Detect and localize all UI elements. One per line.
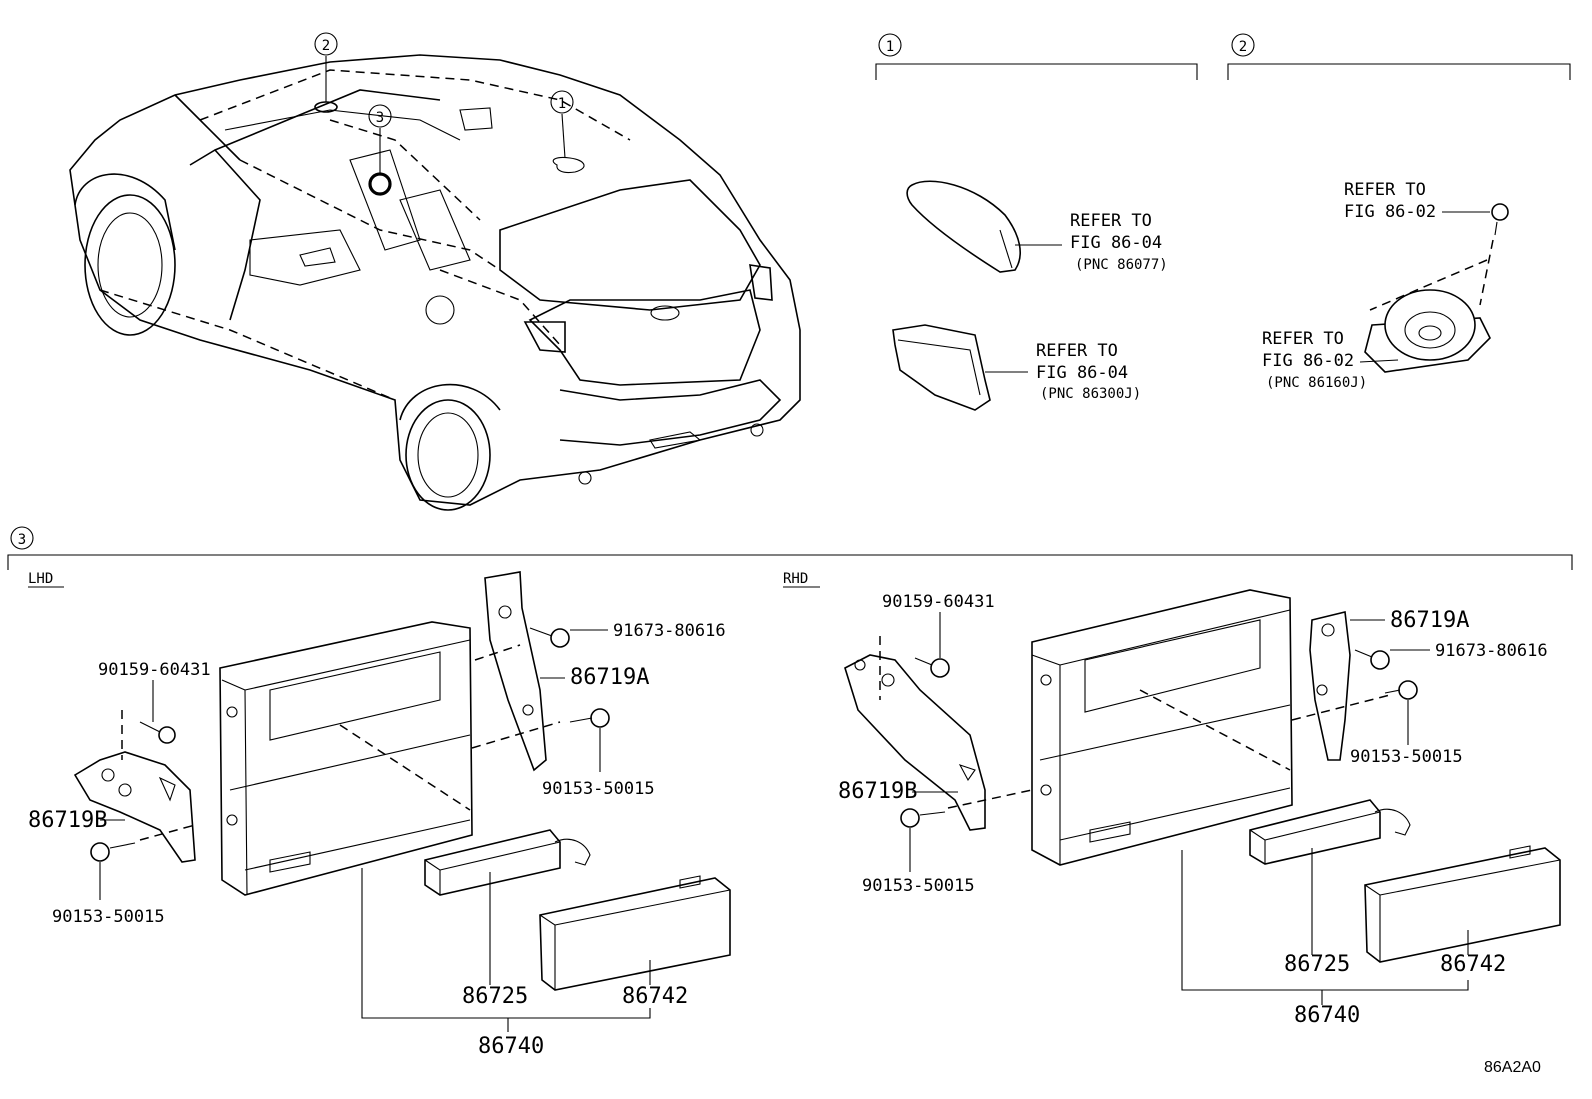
screw-refer-line2: FIG 86-02 [1344,202,1436,222]
rhd-bracket-a-label: 86719A [1390,608,1469,633]
lhd-sub-86725 [339,724,591,896]
svg-text:3: 3 [376,110,384,126]
lhd-bracket-b-label: 86719B [28,808,107,833]
rhd-bolt-50015-right-label: 90153-50015 [1350,747,1463,767]
section-2-header: 2 [1227,33,1571,80]
rhd-bolt-50015-right [1291,680,1418,745]
lhd-sub-86725-label: 86725 [462,984,528,1009]
rhd-bolt-50015-left [900,789,1033,872]
callout-3-car: 3 [368,104,392,128]
antenna-refer-line1: REFER TO [1070,211,1152,231]
lhd-assy-86740-label: 86740 [478,1034,544,1059]
speaker-pnc: (PNC 86160J) [1266,375,1367,391]
lhd-screw-60431 [121,680,176,760]
lhd-sub-86742-label: 86742 [622,984,688,1009]
callout-1-car: 1 [550,90,574,114]
svg-text:2: 2 [1239,39,1247,55]
module-pnc: (PNC 86300J) [1040,386,1141,402]
svg-text:1: 1 [886,39,894,55]
lhd-bracket-a [484,571,565,772]
figure-code: 86A2A0 [1484,1059,1541,1076]
svg-text:2: 2 [322,38,330,54]
rhd-label: RHD [783,571,808,587]
lhd-audio-unit [219,621,473,896]
rhd-sub-86742 [1364,845,1561,963]
antenna-pnc: (PNC 86077) [1075,257,1168,273]
speaker-refer-line1: REFER TO [1262,329,1344,349]
lhd-bracket-b [73,751,196,863]
lhd-bracket-a-label: 86719A [570,665,649,690]
speaker-screw [1369,203,1509,311]
rhd-bracket-a [1309,611,1385,761]
rhd-screw-60431 [914,612,950,678]
screw-refer-line1: REFER TO [1344,180,1426,200]
svg-text:3: 3 [18,532,26,548]
lhd-bolt-50015-right-label: 90153-50015 [542,779,655,799]
section-3-header: 3 [7,526,1573,570]
callout-2-car: 2 [314,32,338,56]
rhd-bolt-80616-label: 91673-80616 [1435,641,1548,661]
rhd-bracket-b-label: 86719B [838,779,917,804]
rhd-sub-86742-label: 86742 [1440,952,1506,977]
rhd-bolt-80616 [1354,649,1430,670]
vehicle-illustration [69,54,801,511]
lhd-bolt-50015-right [471,708,610,772]
lhd-bolt-80616 [474,627,608,661]
rhd-assembly-leaders [1181,848,1469,1005]
antenna-refer-line2: FIG 86-04 [1070,233,1162,253]
svg-text:1: 1 [558,96,566,112]
lhd-bolt-50015-left [90,824,196,900]
rhd-audio-unit [1031,589,1293,866]
lhd-bolt-50015-left-label: 90153-50015 [52,907,165,927]
section-1-header: 1 [875,33,1198,80]
module-refer-line1: REFER TO [1036,341,1118,361]
rhd-assy-86740-label: 86740 [1294,1003,1360,1028]
shark-fin-antenna [906,180,1062,273]
module-refer-line2: FIG 86-04 [1036,363,1128,383]
rhd-screw-60431-label: 90159-60431 [882,592,995,612]
speaker [1359,289,1491,373]
lhd-bolt-80616-label: 91673-80616 [613,621,726,641]
antenna-module [892,324,1028,411]
rhd-sub-86725 [1249,799,1411,865]
speaker-refer-line2: FIG 86-02 [1262,351,1354,371]
lhd-screw-60431-label: 90159-60431 [98,660,211,680]
lhd-assembly-leaders [361,868,651,1032]
rhd-sub-86725-label: 86725 [1284,952,1350,977]
rhd-bracket-b [844,636,986,831]
rhd-bolt-50015-left-label: 90153-50015 [862,876,975,896]
lhd-label: LHD [28,571,53,587]
lhd-sub-86742 [539,875,731,991]
